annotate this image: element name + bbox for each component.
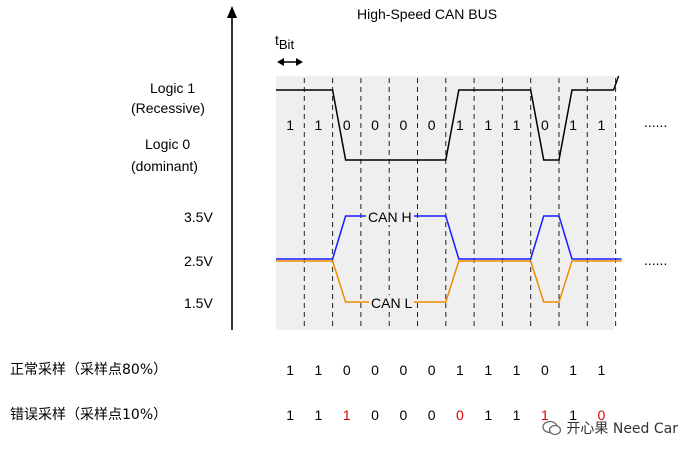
bit-value: 0	[371, 117, 379, 133]
sample-value: 0	[427, 407, 436, 423]
bit-value: 1	[569, 117, 578, 133]
can-l-label: CAN L	[369, 295, 415, 311]
sample-value: 0	[540, 362, 549, 378]
sample-value-error: 0	[597, 407, 606, 423]
can-h-waveform	[276, 215, 622, 260]
logic-continuation-dots: ......	[644, 114, 668, 130]
sample-value: 0	[399, 407, 408, 423]
sample-value: 0	[427, 362, 436, 378]
tbit-arrow-left	[277, 58, 284, 66]
voltage-3-5v: 3.5V	[184, 209, 213, 225]
sample-value-error: 1	[342, 407, 351, 423]
sample-value: 1	[597, 362, 606, 378]
sample-value: 1	[286, 362, 295, 378]
logic-waveform	[276, 75, 620, 161]
bit-value: 0	[427, 117, 436, 133]
dominant-label: (dominant)	[131, 158, 198, 174]
sample-value: 1	[569, 362, 578, 378]
recessive-label: (Recessive)	[131, 100, 205, 116]
voltage-continuation-dots: ......	[644, 252, 668, 268]
bit-value: 0	[540, 117, 549, 133]
sample-value: 1	[512, 407, 521, 423]
bit-value: 1	[512, 117, 521, 133]
bit-value: 0	[399, 117, 408, 133]
sample-value: 1	[456, 362, 464, 378]
error-sampling-label: 错误采样（采样点10%）	[10, 407, 168, 423]
sample-value: 1	[314, 362, 323, 378]
watermark: 开心果 Need Car	[542, 418, 678, 438]
bit-value: 1	[456, 117, 464, 133]
bit-value: 0	[342, 117, 351, 133]
bit-value: 1	[597, 117, 606, 133]
voltage-2-5v: 2.5V	[184, 253, 213, 269]
voltage-1-5v: 1.5V	[184, 295, 213, 311]
sample-value-error: 0	[456, 407, 464, 423]
sample-value: 1	[569, 407, 578, 423]
bit-value: 1	[314, 117, 323, 133]
sample-value-error: 1	[540, 407, 549, 423]
bit-value: 1	[484, 117, 493, 133]
wechat-icon	[542, 420, 562, 436]
diagram-title: High-Speed CAN BUS	[357, 6, 498, 22]
sample-value: 1	[314, 407, 323, 423]
y-axis-arrow	[227, 6, 237, 18]
logic0-label: Logic 0	[145, 136, 191, 152]
sample-value: 1	[512, 362, 521, 378]
sample-value: 1	[484, 407, 493, 423]
bit-boundary-lines	[303, 78, 617, 330]
logic1-label: Logic 1	[150, 80, 196, 96]
sample-value: 1	[484, 362, 493, 378]
sample-value: 1	[286, 407, 295, 423]
sample-value: 0	[342, 362, 351, 378]
plot-background	[276, 76, 614, 330]
sample-value: 0	[371, 362, 379, 378]
sample-value: 0	[399, 362, 408, 378]
bit-value: 1	[286, 117, 295, 133]
tbit-label: tBit	[275, 32, 295, 52]
tbit-arrow-right	[296, 58, 303, 66]
sample-value: 0	[371, 407, 379, 423]
can-l-waveform	[276, 260, 622, 303]
normal-sampling-label: 正常采样（采样点80%）	[10, 362, 168, 378]
can-h-label: CAN H	[366, 209, 414, 225]
